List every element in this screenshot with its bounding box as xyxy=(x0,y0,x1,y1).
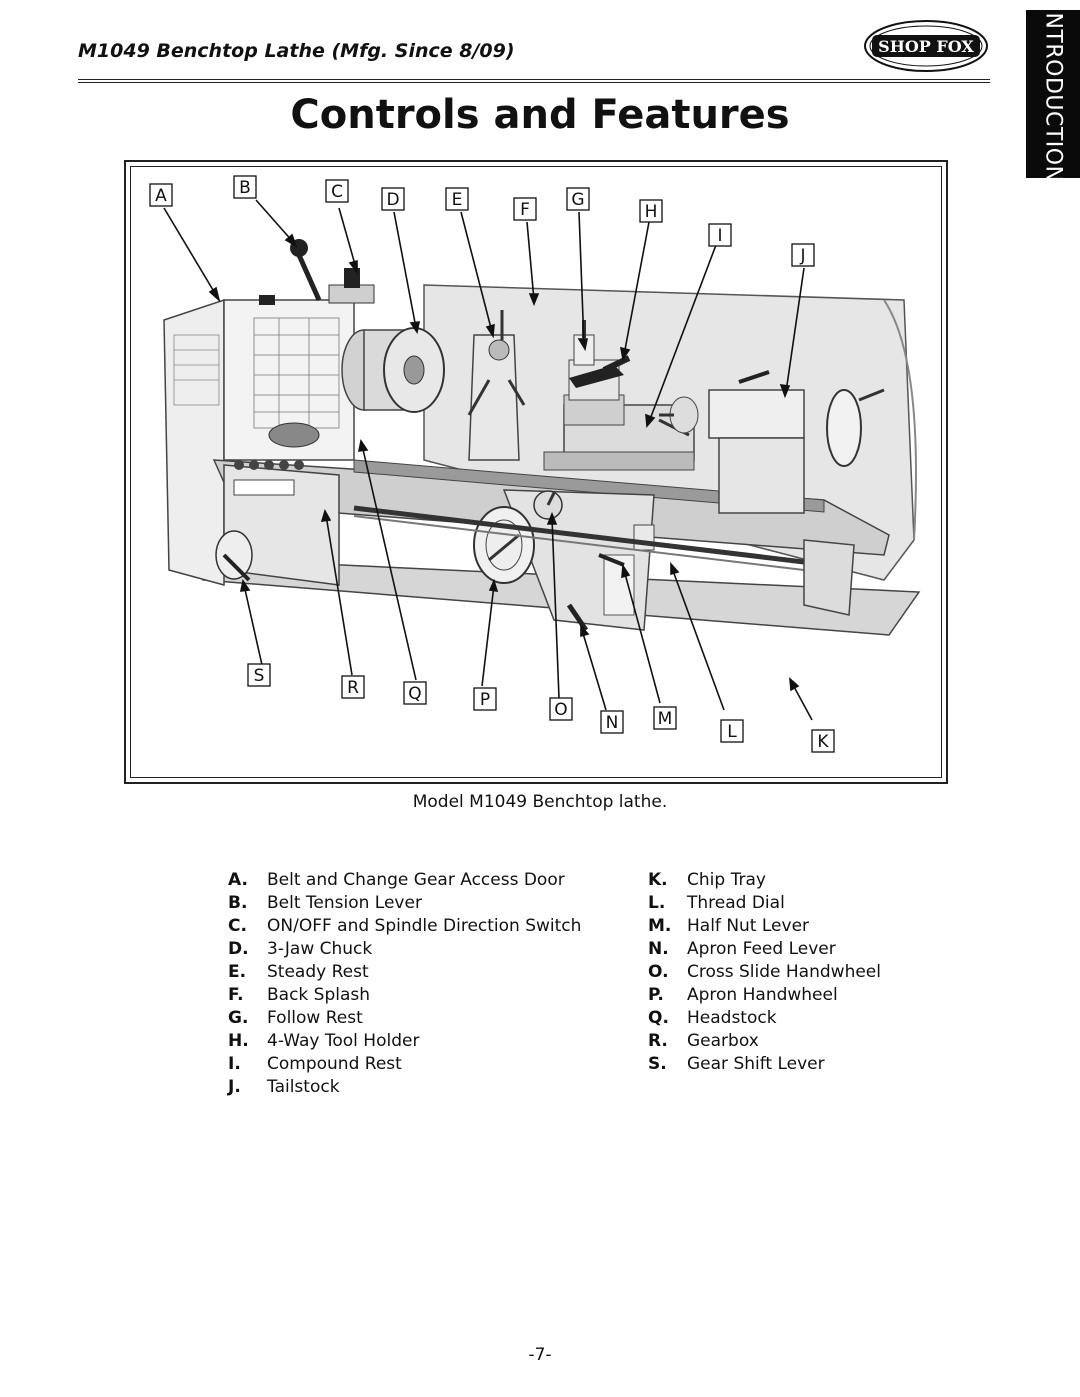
page-number: -7- xyxy=(528,1345,552,1365)
header-divider xyxy=(78,79,990,80)
callout-j: J xyxy=(791,243,815,267)
figure-frame xyxy=(124,160,948,784)
callout-h: H xyxy=(639,199,663,223)
svg-text:B: B xyxy=(239,178,251,198)
legend-item: Q.Headstock xyxy=(648,1008,777,1028)
svg-text:E: E xyxy=(452,190,463,210)
section-tab: INTRODUCTION xyxy=(1026,5,1080,183)
svg-text:A: A xyxy=(155,186,167,206)
callout-s: S xyxy=(247,663,271,687)
page-title: Controls and Features xyxy=(290,92,790,138)
callout-arrows xyxy=(163,199,813,721)
callout-r: R xyxy=(341,675,365,699)
callout-o: O xyxy=(549,697,573,721)
callout-e: E xyxy=(445,187,469,211)
svg-text:S: S xyxy=(254,666,265,686)
logo-text: SHOP FOX xyxy=(878,37,974,56)
callout-k: K xyxy=(811,729,835,753)
legend-item: K.Chip Tray xyxy=(648,870,766,890)
svg-text:G: G xyxy=(571,190,584,210)
svg-text:P: P xyxy=(480,690,490,710)
legend-list-right: K.Chip Tray L.Thread Dial M.Half Nut Lev… xyxy=(648,869,881,1076)
legend-item: J.Tailstock xyxy=(228,1077,340,1097)
legend-item: L.Thread Dial xyxy=(648,893,785,913)
legend-item: N.Apron Feed Lever xyxy=(648,939,836,959)
callout-q: Q xyxy=(403,681,427,705)
legend-item: S.Gear Shift Lever xyxy=(648,1054,825,1074)
legend-item: P.Apron Handwheel xyxy=(648,985,838,1005)
figure-caption: Model M1049 Benchtop lathe. xyxy=(412,792,668,812)
callout-g: G xyxy=(566,187,590,211)
svg-text:J: J xyxy=(799,246,805,266)
svg-text:L: L xyxy=(727,722,737,742)
svg-text:H: H xyxy=(645,202,658,222)
svg-text:C: C xyxy=(331,182,343,202)
svg-text:I: I xyxy=(717,226,722,246)
legend-item: R.Gearbox xyxy=(648,1031,759,1051)
legend-item: C.ON/OFF and Spindle Direction Switch xyxy=(228,916,582,936)
callout-n: N xyxy=(600,710,624,734)
svg-text:R: R xyxy=(347,678,359,698)
svg-text:Q: Q xyxy=(408,684,421,704)
legend-item: H.4-Way Tool Holder xyxy=(228,1031,420,1051)
legend-item: A.Belt and Change Gear Access Door xyxy=(228,870,565,890)
callout-p: P xyxy=(473,687,497,711)
callout-m: M xyxy=(653,706,677,730)
legend-item: G.Follow Rest xyxy=(228,1008,363,1028)
callout-d: D xyxy=(381,187,405,211)
callout-b: B xyxy=(233,175,257,199)
legend-item: M.Half Nut Lever xyxy=(648,916,810,936)
callout-l: L xyxy=(720,719,744,743)
header-divider-secondary xyxy=(78,82,990,83)
svg-text:F: F xyxy=(520,200,530,220)
callout-a: A xyxy=(149,183,173,207)
svg-text:D: D xyxy=(386,190,399,210)
legend-item: I.Compound Rest xyxy=(228,1054,402,1074)
legend-item: F.Back Splash xyxy=(228,985,371,1005)
legend-list-left: A.Belt and Change Gear Access Door B.Bel… xyxy=(228,869,581,1099)
legend-item: E.Steady Rest xyxy=(228,962,369,982)
svg-text:N: N xyxy=(606,713,619,733)
svg-text:M: M xyxy=(658,709,673,729)
lathe-illustration: A B C D E F G H I J K L M N O P Q R S xyxy=(149,175,921,753)
svg-text:K: K xyxy=(817,732,829,752)
callout-i: I xyxy=(708,223,732,247)
shop-fox-logo: SHOP FOX xyxy=(864,20,988,72)
callout-c: C xyxy=(325,179,349,203)
legend-item: O.Cross Slide Handwheel xyxy=(648,962,881,982)
svg-text:O: O xyxy=(554,700,567,720)
callout-f: F xyxy=(513,197,537,221)
legend-item: D.3-Jaw Chuck xyxy=(228,939,373,959)
document-header-title: M1049 Benchtop Lathe (Mfg. Since 8/09) xyxy=(78,40,515,62)
callout-labels: A B C D E F G H I J K L M N O P Q R S xyxy=(149,175,835,753)
legend-item: B.Belt Tension Lever xyxy=(228,893,422,913)
